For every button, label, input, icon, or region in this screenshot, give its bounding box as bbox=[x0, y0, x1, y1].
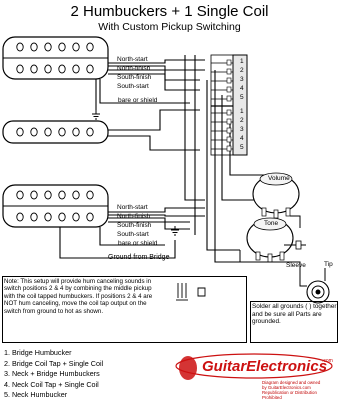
bridge-north-start-label: North-start bbox=[117, 204, 148, 211]
position-5: 5. Neck Humbucker bbox=[4, 390, 68, 399]
switch-bottom-4: 4 bbox=[240, 135, 244, 142]
switch-bottom-1: 1 bbox=[240, 108, 244, 115]
volume-pot bbox=[252, 172, 301, 228]
neck-south-start-label: South-start bbox=[117, 83, 149, 90]
bridge-wires bbox=[59, 207, 205, 259]
switch-top-3: 3 bbox=[240, 76, 244, 83]
solder-note: Solder all grounds ( ) together and be s… bbox=[252, 303, 337, 326]
bridge-humbucker bbox=[2, 184, 109, 228]
switch-bottom-3: 3 bbox=[240, 126, 244, 133]
neck-north-finish-label: North-finish bbox=[117, 65, 151, 72]
svg-text:GuitarElectronics: GuitarElectronics bbox=[202, 358, 327, 375]
middle-single-coil bbox=[2, 120, 109, 144]
coil-tap-schematic bbox=[176, 283, 206, 301]
switch-top-1: 1 bbox=[240, 58, 244, 65]
neck-south-finish-label: South-finish bbox=[117, 74, 152, 81]
tone-capacitor bbox=[284, 240, 306, 250]
bridge-south-start-label: South-start bbox=[117, 231, 149, 238]
switch-positions-list: 1. Bridge Humbucker 2. Bridge Coil Tap +… bbox=[4, 348, 103, 401]
position-1: 1. Bridge Humbucker bbox=[4, 348, 72, 357]
routing-wires bbox=[184, 55, 265, 263]
position-4: 4. Neck Coil Tap + Single Coil bbox=[4, 379, 99, 389]
position-2: 2. Bridge Coil Tap + Single Coil bbox=[4, 358, 104, 368]
switch-bottom-2: 2 bbox=[240, 117, 244, 124]
output-jack bbox=[239, 250, 330, 304]
svg-text:.com: .com bbox=[322, 358, 333, 364]
bridge-south-finish-label: South-finish bbox=[117, 222, 152, 229]
neck-pole-pieces bbox=[16, 42, 94, 74]
solder-note-box bbox=[250, 301, 338, 343]
position-3: 3. Neck + Bridge Humbuckers bbox=[4, 369, 100, 378]
middle-wires bbox=[108, 109, 200, 151]
diagram-subtitle: With Custom Pickup Switching bbox=[98, 21, 241, 33]
tone-pot bbox=[246, 217, 306, 263]
hum-canceling-note: Note: This setup will provide hum cancel… bbox=[4, 278, 153, 315]
ground-from-bridge-label: Ground from Bridge bbox=[108, 254, 170, 261]
ground-symbols bbox=[92, 110, 179, 236]
tone-label: Tone bbox=[264, 220, 279, 227]
neck-humbucker bbox=[2, 36, 109, 80]
switch-top-5: 5 bbox=[240, 94, 244, 101]
volume-label: Volume bbox=[268, 175, 290, 182]
note-box bbox=[2, 276, 247, 343]
switch-bottom-5: 5 bbox=[240, 144, 244, 151]
switch-top-2: 2 bbox=[240, 67, 244, 74]
sleeve-label: Sleeve bbox=[286, 262, 306, 269]
bridge-north-finish-label: North-finish bbox=[117, 213, 151, 220]
bridge-bare-shield-label: bare or shield bbox=[118, 240, 158, 247]
tip-label: Tip bbox=[324, 261, 333, 268]
guitarelectronics-logo: GuitarElectronics .com bbox=[175, 353, 333, 380]
neck-bare-shield-label: bare or shield bbox=[118, 97, 158, 104]
five-way-switch bbox=[210, 54, 248, 156]
neck-north-start-label: North-start bbox=[117, 56, 148, 63]
switch-top-4: 4 bbox=[240, 85, 244, 92]
diagram-title: 2 Humbuckers + 1 Single Coil bbox=[70, 3, 269, 20]
copyright-credit: Diagram designed and owned by GuitarElec… bbox=[262, 380, 321, 401]
